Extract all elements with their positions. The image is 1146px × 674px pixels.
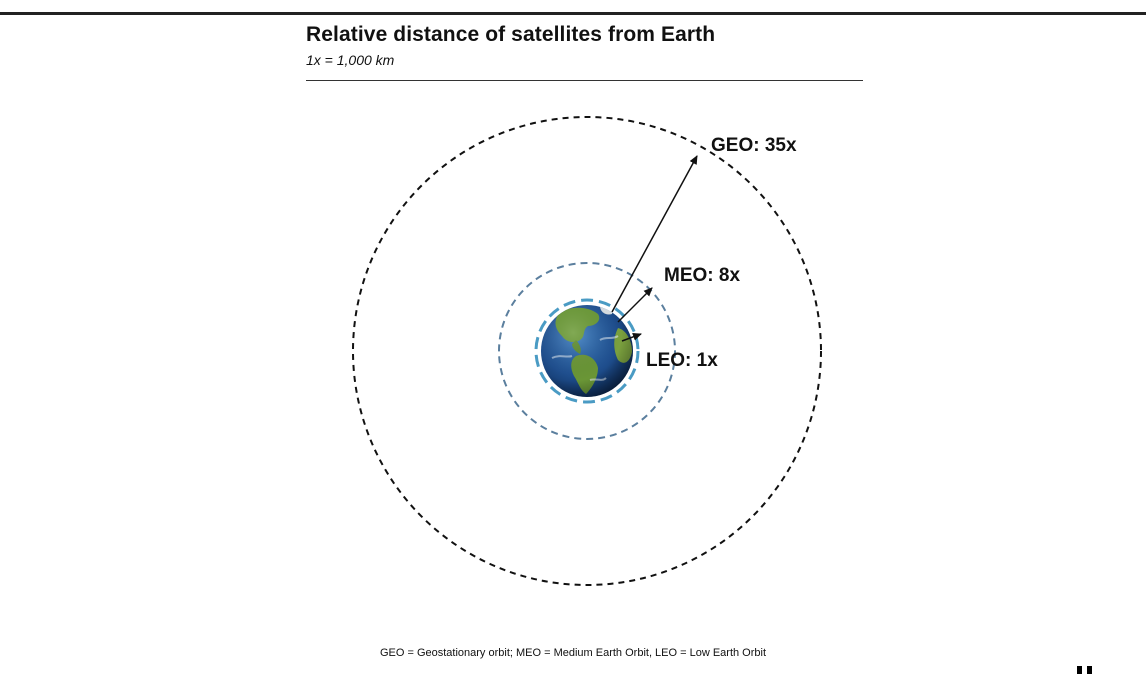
page-title: Relative distance of satellites from Ear…: [306, 23, 716, 46]
leo-orbit-ring: [534, 298, 640, 404]
geo-distance-arrow: [611, 155, 698, 313]
leo-distance-arrow: [621, 333, 642, 342]
orbit-abbreviations-footnote: GEO = Geostationary orbit; MEO = Medium …: [379, 647, 767, 659]
earth-globe-icon: [541, 305, 633, 397]
title-divider: [306, 80, 863, 81]
meo-orbit-ring: [498, 262, 676, 440]
corner-mark: [1074, 662, 1096, 674]
top-rule: [0, 12, 1146, 15]
geo-label: GEO: 35x: [711, 135, 797, 156]
page-subtitle: 1x = 1,000 km: [306, 52, 395, 68]
geo-orbit-ring: [352, 116, 822, 586]
meo-label: MEO: 8x: [664, 265, 740, 286]
meo-distance-arrow: [617, 287, 653, 323]
leo-label: LEO: 1x: [646, 350, 718, 371]
